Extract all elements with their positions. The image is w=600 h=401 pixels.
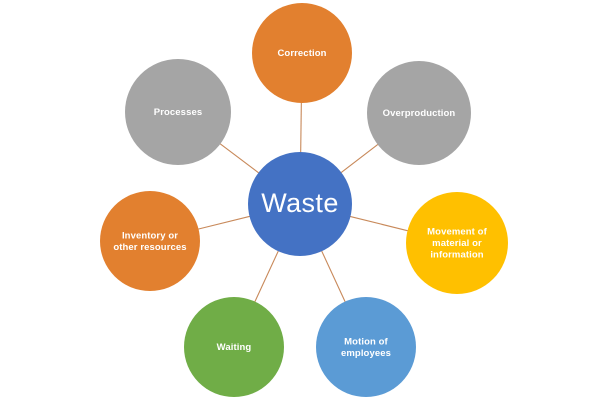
hub-label: Waste bbox=[261, 188, 339, 218]
node-correction[interactable]: Correction bbox=[252, 3, 352, 103]
node-waiting-circle[interactable] bbox=[184, 297, 284, 397]
node-movement-circle[interactable] bbox=[406, 192, 508, 294]
node-processes-circle[interactable] bbox=[125, 59, 231, 165]
node-waiting-label: Waiting bbox=[217, 342, 252, 353]
hub-circle[interactable] bbox=[248, 152, 352, 256]
node-inventory-circle[interactable] bbox=[100, 191, 200, 291]
node-processes[interactable]: Processes bbox=[125, 59, 231, 165]
node-correction-label: Correction bbox=[277, 48, 326, 59]
hub-waste[interactable]: Waste bbox=[248, 152, 352, 256]
connector-line-motion bbox=[320, 250, 346, 303]
connector-lines-group bbox=[197, 101, 409, 303]
node-overproduction-label: Overproduction bbox=[383, 108, 456, 119]
connector-line-movement bbox=[349, 215, 409, 232]
node-overproduction-circle[interactable] bbox=[367, 61, 471, 165]
node-waiting[interactable]: Waiting bbox=[184, 297, 284, 397]
connector-line-waiting bbox=[254, 250, 280, 303]
node-motion-circle[interactable] bbox=[316, 297, 416, 397]
connector-line-correction bbox=[300, 101, 302, 154]
connector-line-overproduction bbox=[340, 143, 379, 174]
node-processes-label: Processes bbox=[154, 107, 202, 118]
node-overproduction[interactable]: Overproduction bbox=[367, 61, 471, 165]
node-correction-circle[interactable] bbox=[252, 3, 352, 103]
hub-group: Waste bbox=[248, 152, 352, 256]
connector-line-processes bbox=[219, 142, 260, 174]
connector-line-inventory bbox=[197, 215, 251, 230]
